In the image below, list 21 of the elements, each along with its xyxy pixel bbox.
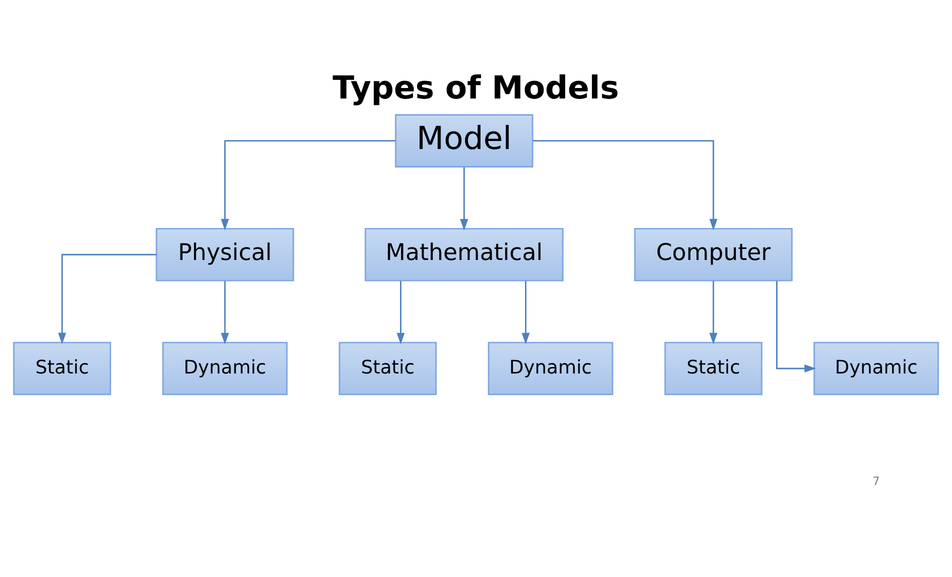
node-box: Computer	[634, 228, 793, 282]
node-box: Dynamic	[162, 342, 288, 396]
node-box: Model	[394, 114, 534, 168]
arrow	[58, 254, 156, 344]
arrow	[396, 281, 405, 344]
arrow	[522, 281, 530, 344]
arrow	[220, 140, 396, 230]
arrow	[709, 281, 718, 344]
node-box: Physical	[156, 228, 294, 282]
arrow	[776, 281, 816, 372]
node-box: Dynamic	[814, 342, 939, 396]
arrow	[220, 281, 229, 344]
diagram-title: Types of Models	[332, 70, 620, 106]
node-box: Static	[664, 342, 762, 396]
node-box: Static	[13, 342, 112, 396]
node-box: Dynamic	[488, 342, 614, 396]
arrow	[532, 140, 718, 230]
node-box: Static	[338, 342, 437, 396]
node-box: Mathematical	[364, 228, 564, 282]
arrow	[460, 167, 468, 231]
label: 7	[872, 474, 880, 488]
